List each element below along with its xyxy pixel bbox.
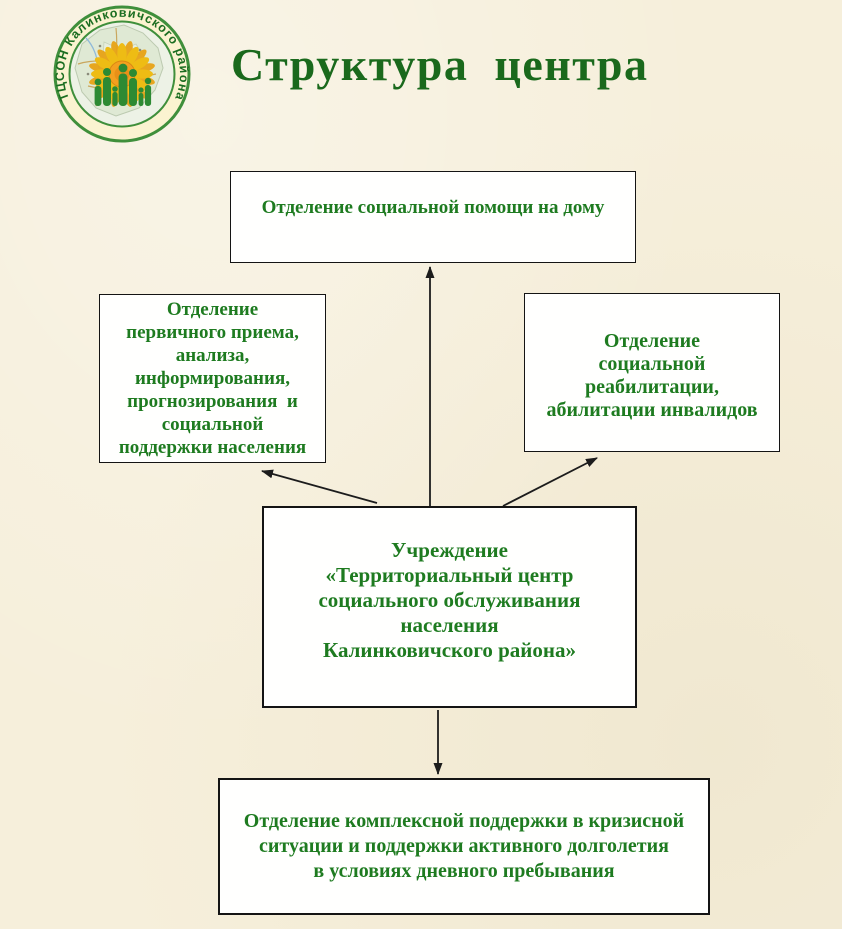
box-rehabilitation-department: Отделение социальной реабилитации, абили… xyxy=(524,293,780,452)
center-logo-emblem: ТЦСОН Калинковичского района xyxy=(53,5,191,143)
box-institution-root: Учреждение «Территориальный центр социал… xyxy=(262,506,637,708)
box-institution-label: Учреждение «Территориальный центр социал… xyxy=(318,537,581,662)
box-rehabilitation-label: Отделение социальной реабилитации, абили… xyxy=(546,329,758,421)
box-primary-reception-department: Отделение первичного приема, анализа, ин… xyxy=(99,294,326,463)
arrow-center-to-right xyxy=(502,457,598,507)
box-home-care-department: Отделение социальной помощи на дому xyxy=(230,171,636,263)
box-complex-support-label: Отделение комплексной поддержки в кризис… xyxy=(243,810,685,882)
page-title: Структура центра xyxy=(231,39,649,90)
box-complex-support-department: Отделение комплексной поддержки в кризис… xyxy=(218,778,710,915)
box-home-care-label: Отделение социальной помощи на дому xyxy=(261,197,605,218)
box-primary-reception-label: Отделение первичного приема, анализа, ин… xyxy=(118,299,307,458)
family-silhouettes-icon xyxy=(94,63,152,106)
arrow-center-to-left xyxy=(261,469,378,504)
center-logo: ТЦСОН Калинковичского района xyxy=(44,2,200,146)
